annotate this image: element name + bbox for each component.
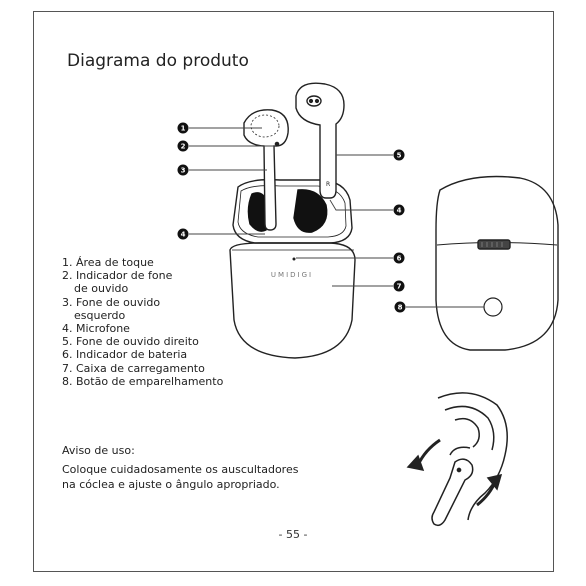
callout-badge-4-left: 4 [177,228,189,240]
callout-number-4-right: 4 [397,207,402,215]
usage-notice-line: Coloque cuidadosamente os auscultadores [62,463,299,476]
legend-item: 2. Indicador de fone [62,269,173,283]
charging-case-back [435,175,559,351]
callout-badges: 1 2 3 4 5 4 6 7 [177,122,406,313]
legend-item: 4. Microfone [62,322,130,336]
page-frame [33,11,554,572]
callout-badge-4-right: 4 [393,204,405,216]
usage-notice-heading: Aviso de uso: [62,444,135,457]
charging-case-open [229,178,356,359]
callout-badge-7: 7 [393,280,405,292]
usage-notice-line: na cóclea e ajuste o ângulo apropriado. [62,478,280,491]
callout-badge-1: 1 [177,122,189,134]
callout-number-5: 5 [397,152,402,160]
legend-item: 7. Caixa de carregamento [62,361,205,375]
callout-number-1: 1 [181,125,186,133]
callout-badge-5: 5 [393,149,405,161]
ear-illustration [406,392,508,527]
callout-badge-6: 6 [393,252,405,264]
callout-number-4-left: 4 [181,231,186,239]
right-earbud [295,82,345,199]
callout-number-6: 6 [397,255,402,263]
legend-item: 5. Fone de ouvido direito [62,335,199,349]
callout-number-2: 2 [181,143,186,151]
usage-notice: Aviso de uso: Coloque cuidadosamente os … [62,443,298,492]
callout-badge-8: 8 [394,301,406,313]
legend-item-continuation: de ouvido [74,282,129,296]
callout-badge-3: 3 [177,164,189,176]
callout-number-7: 7 [397,283,402,291]
callout-number-8: 8 [398,304,403,312]
legend-item: 1. Área de toque [62,256,154,269]
leader-lines [189,127,484,308]
legend-item-continuation: esquerdo [74,308,126,322]
battery-indicator-dot [292,257,296,261]
callout-badge-2: 2 [177,140,189,152]
legend-item: 8. Botão de emparelhamento [62,374,224,388]
page-number: - 55 - [278,528,308,541]
right-marker-text: R [326,181,330,188]
parts-legend: 1. Área de toque 2. Indicador de fone de… [62,256,223,388]
page-title: Diagrama do produto [67,51,249,71]
case-brand-text: UMIDIGI [271,271,313,279]
callout-number-3: 3 [181,167,186,175]
legend-item: 3. Fone de ouvido [62,295,161,309]
legend-item: 6. Indicador de bateria [62,348,188,362]
